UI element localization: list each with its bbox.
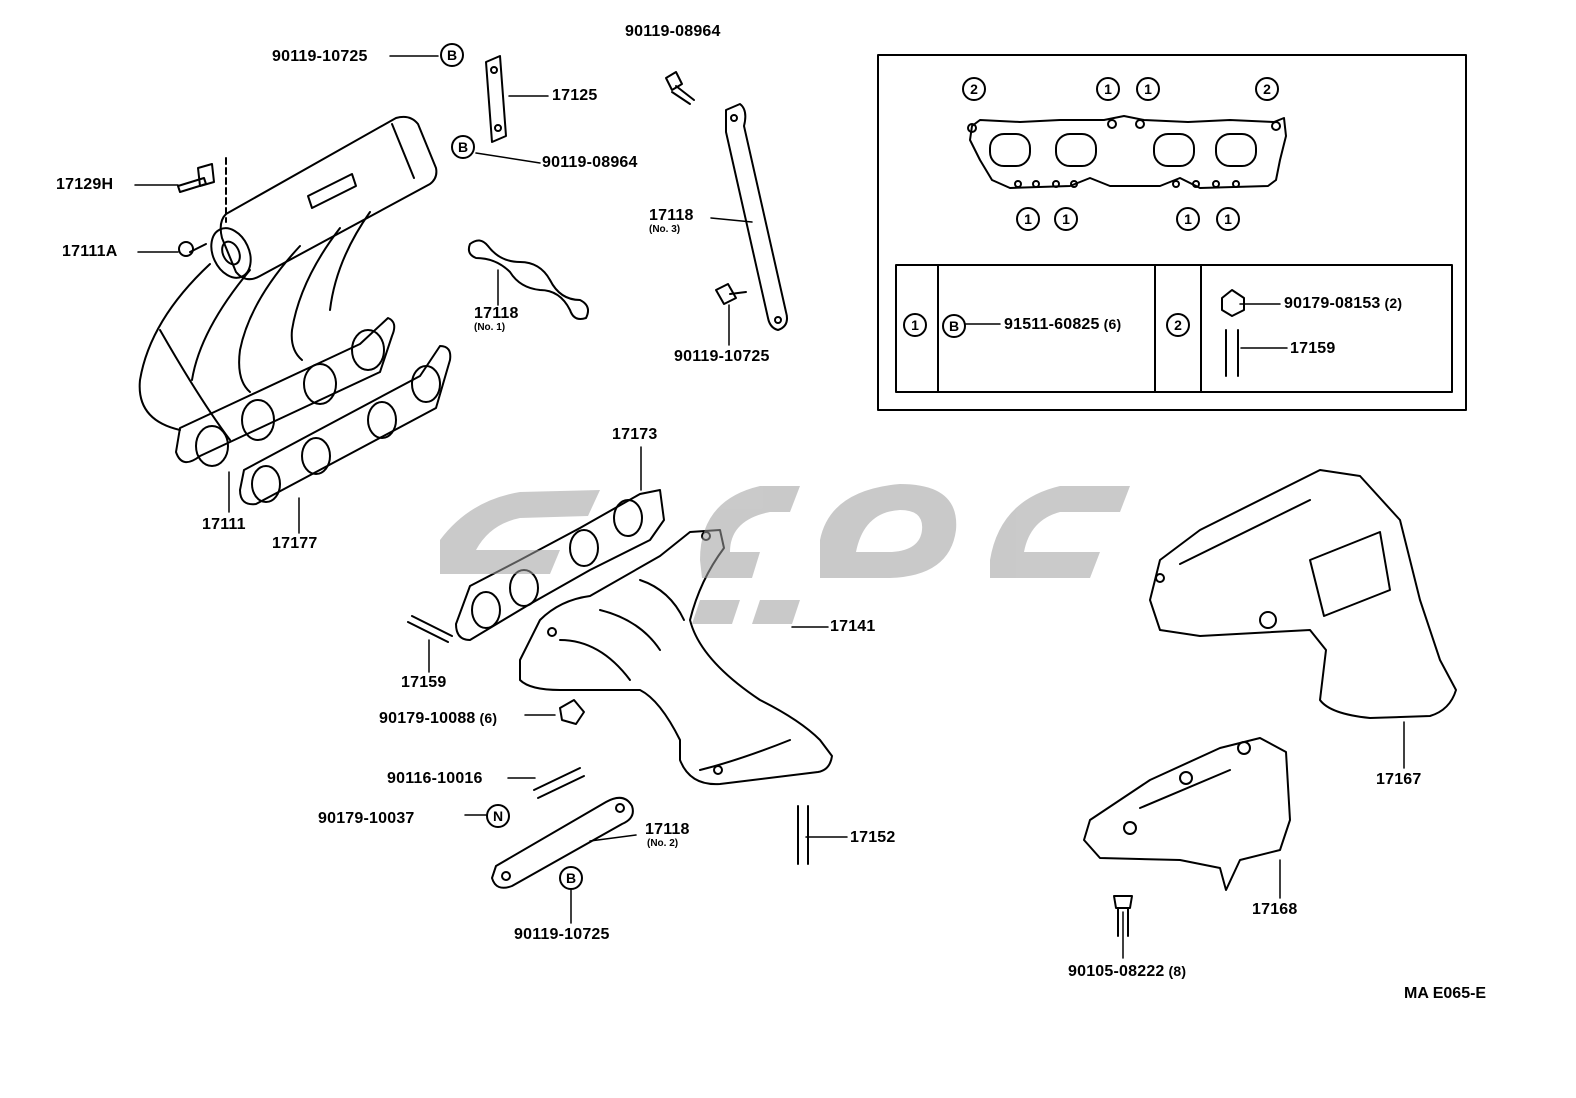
legend-symbol-b: B bbox=[942, 314, 966, 338]
exhaust-manifold-17141 bbox=[519, 529, 833, 786]
inset-marker-1-top-b: 1 bbox=[1136, 77, 1160, 101]
label-17118-no1-sub: (No. 1) bbox=[474, 322, 506, 333]
inset-gasket bbox=[967, 115, 1287, 189]
label-17118-no2: 17118 bbox=[645, 821, 690, 838]
label-17168: 17168 bbox=[1252, 901, 1298, 918]
inset-marker-2-right: 2 bbox=[1255, 77, 1279, 101]
legend-key-1: 1 bbox=[903, 313, 927, 337]
label-17129h: 17129H bbox=[56, 176, 114, 193]
label-17118-no2-sub: (No. 2) bbox=[647, 838, 679, 849]
label-90119-08964-top: 90119-08964 bbox=[625, 23, 721, 40]
inset-marker-1-bottom-c: 1 bbox=[1176, 207, 1200, 231]
label-17118-no3-sub: (No. 3) bbox=[649, 224, 681, 235]
diagram-code: MA E065-E bbox=[1404, 985, 1487, 1002]
stud-17159 bbox=[407, 615, 453, 643]
label-17111a: 17111A bbox=[62, 243, 118, 260]
label-17118-no3: 17118 bbox=[649, 207, 694, 224]
symbol-b-top: B bbox=[440, 43, 464, 67]
inset-marker-1-bottom-a: 1 bbox=[1016, 207, 1040, 231]
label-17173: 17173 bbox=[612, 426, 658, 443]
label-90119-08964-mid: 90119-08964 bbox=[542, 154, 638, 171]
label-17118-no1: 17118 bbox=[474, 305, 519, 322]
inset-marker-2-left: 2 bbox=[962, 77, 986, 101]
label-90105-08222: 90105-08222(8) bbox=[1068, 963, 1187, 980]
stud-90116-10016 bbox=[533, 767, 585, 799]
inset-marker-1-top-a: 1 bbox=[1096, 77, 1120, 101]
label-17159-left: 17159 bbox=[401, 674, 447, 691]
label-17167: 17167 bbox=[1376, 771, 1422, 788]
inset-frame bbox=[877, 54, 1467, 411]
inset-marker-1-bottom-d: 1 bbox=[1216, 207, 1240, 231]
symbol-b-bottom: B bbox=[559, 866, 583, 890]
label-90119-10725-top: 90119-10725 bbox=[272, 48, 368, 65]
symbol-n: N bbox=[486, 804, 510, 828]
stud-17152 bbox=[797, 805, 809, 865]
bracket-17125 bbox=[485, 55, 507, 143]
label-17125: 17125 bbox=[552, 87, 598, 104]
leader-lines bbox=[134, 55, 1405, 959]
heat-insulator-17167 bbox=[1149, 469, 1457, 719]
label-17177: 17177 bbox=[272, 535, 318, 552]
heat-insulator-17168 bbox=[1083, 737, 1291, 891]
stay-17118-no2 bbox=[491, 796, 634, 889]
watermark-logo bbox=[440, 484, 1130, 624]
legend-part-91511-60825: 91511-60825(6) bbox=[1004, 316, 1122, 333]
legend-key-2: 2 bbox=[1166, 313, 1190, 337]
inset-nut-and-stud bbox=[1221, 289, 1245, 377]
stay-17118-no1 bbox=[467, 239, 589, 320]
nut-90179-10088 bbox=[559, 699, 585, 725]
exhaust-manifold-upper-assembly bbox=[138, 115, 452, 506]
bolt-90105-08222 bbox=[1113, 895, 1133, 937]
label-17111: 17111 bbox=[202, 516, 246, 533]
symbol-b-mid: B bbox=[451, 135, 475, 159]
label-90116-10016: 90116-10016 bbox=[387, 770, 483, 787]
label-17141: 17141 bbox=[830, 618, 876, 635]
legend-part-90179-08153: 90179-08153(2) bbox=[1284, 295, 1403, 312]
bolt-90119-08964-top bbox=[665, 71, 695, 105]
label-90179-10088: 90179-10088(6) bbox=[379, 710, 498, 727]
inset-marker-1-bottom-b: 1 bbox=[1054, 207, 1078, 231]
label-90119-10725-bot: 90119-10725 bbox=[514, 926, 610, 943]
stay-17118-no3 bbox=[715, 103, 788, 331]
label-90179-10037: 90179-10037 bbox=[318, 810, 415, 827]
label-90119-10725-mid: 90119-10725 bbox=[674, 348, 770, 365]
label-17152: 17152 bbox=[850, 829, 896, 846]
legend-part-17159: 17159 bbox=[1290, 340, 1336, 357]
